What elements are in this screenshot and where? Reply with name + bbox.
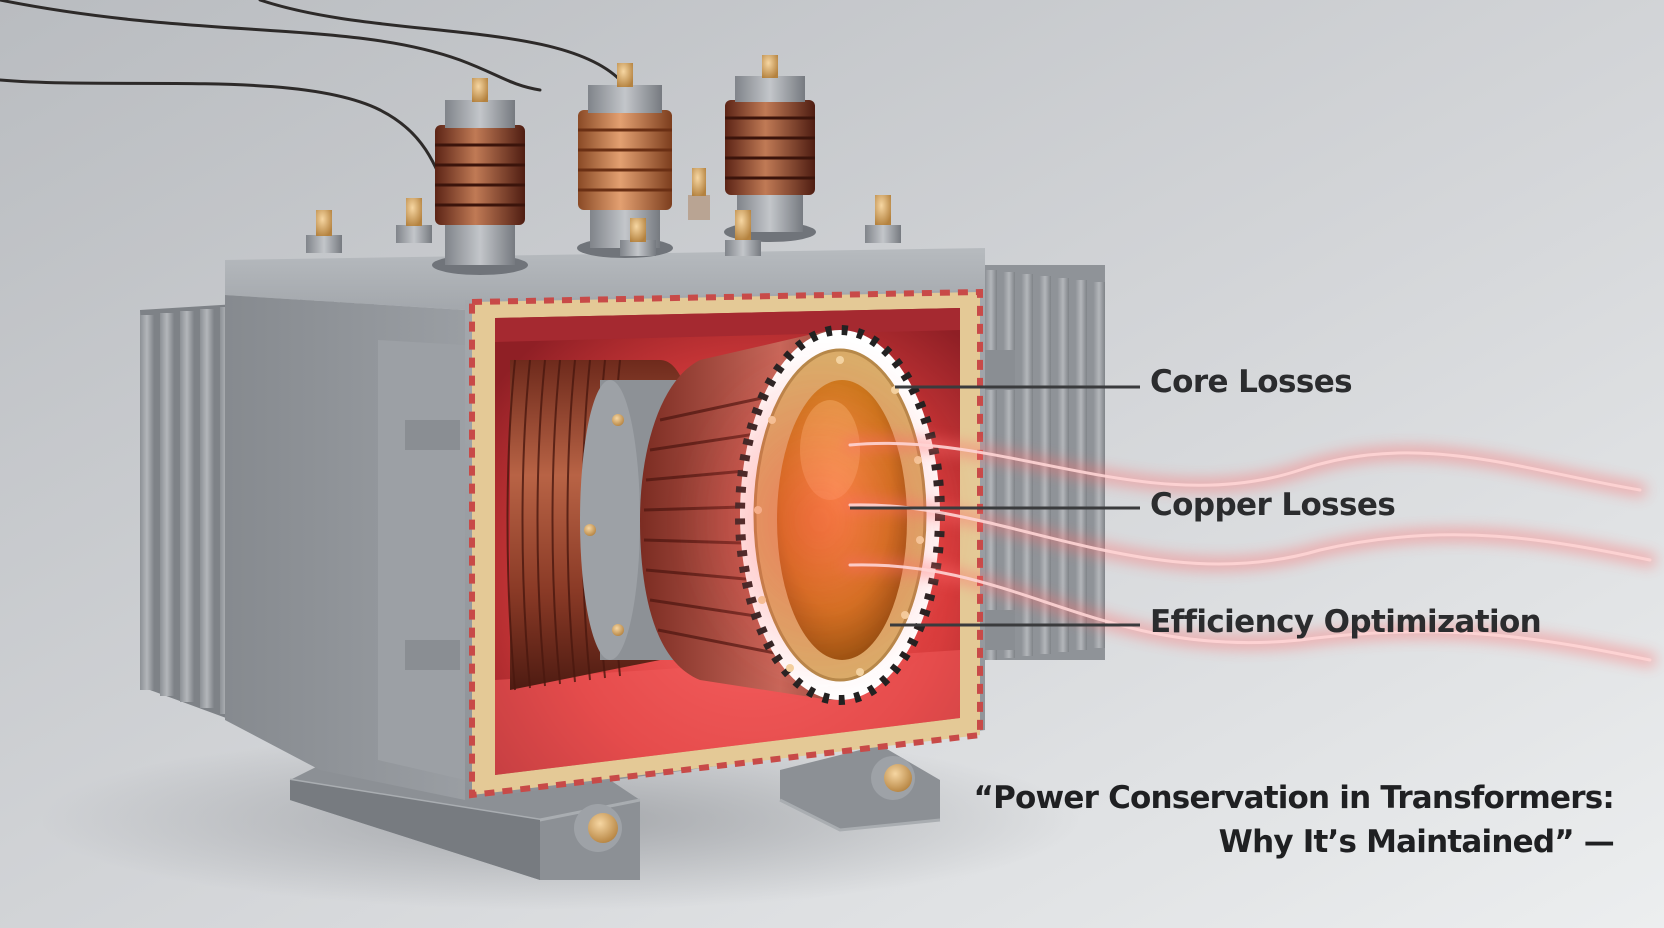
bushing-1 bbox=[432, 78, 528, 275]
heat-flow-lines bbox=[843, 436, 1657, 667]
bushing-2 bbox=[577, 63, 673, 258]
lv-terminals bbox=[306, 168, 901, 256]
heat-glow bbox=[680, 350, 960, 690]
efficiency-optimization-label: Efficiency Optimization bbox=[1150, 604, 1542, 640]
copper-losses-label: Copper Losses bbox=[1150, 487, 1396, 523]
core-losses-label: Core Losses bbox=[1150, 364, 1353, 400]
caption-line-1: “Power Conservation in Transformers: bbox=[973, 780, 1615, 816]
caption-line-2: Why It’s Maintained” — bbox=[1218, 824, 1615, 860]
caption: “Power Conservation in Transformers: Why… bbox=[973, 776, 1615, 864]
callout-leaders bbox=[850, 385, 1140, 627]
base-bolts bbox=[574, 756, 915, 852]
